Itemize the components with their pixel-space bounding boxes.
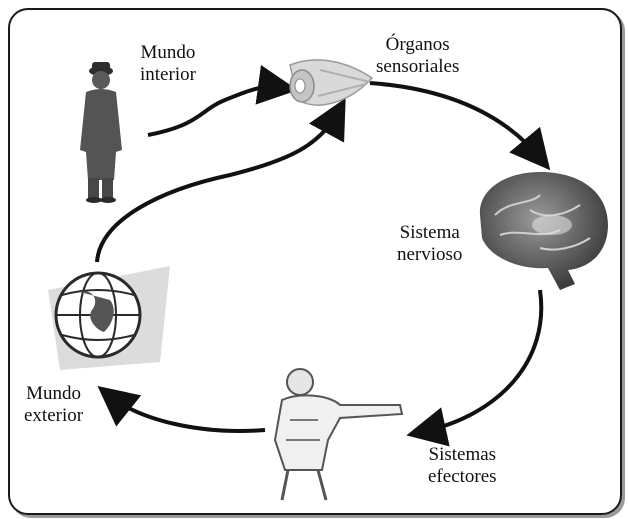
- arrow-sensorial-to-nervioso: [369, 81, 551, 171]
- label-mundo-exterior: Mundo exterior: [24, 383, 84, 426]
- arrow-interior-to-sensorial: [147, 64, 298, 137]
- label-sistema-nervioso: Sistema nervioso: [397, 222, 463, 265]
- label-sistemas-efectores: Sistemas efectores: [428, 444, 497, 487]
- arrow-exterior-to-sensorial: [95, 97, 346, 263]
- globe-icon: [48, 266, 170, 370]
- label-mundo-interior: Mundo interior: [140, 42, 196, 85]
- eye-icon: [289, 59, 374, 106]
- label-organos-sensoriales: Órganos sensoriales: [376, 34, 460, 77]
- arrow-nervioso-to-efectores: [406, 289, 544, 447]
- arrow-efectores-to-exterior: [97, 386, 266, 433]
- pointing-person-icon: [273, 368, 404, 501]
- person-standing-icon: [80, 62, 122, 203]
- brain-icon: [479, 172, 608, 290]
